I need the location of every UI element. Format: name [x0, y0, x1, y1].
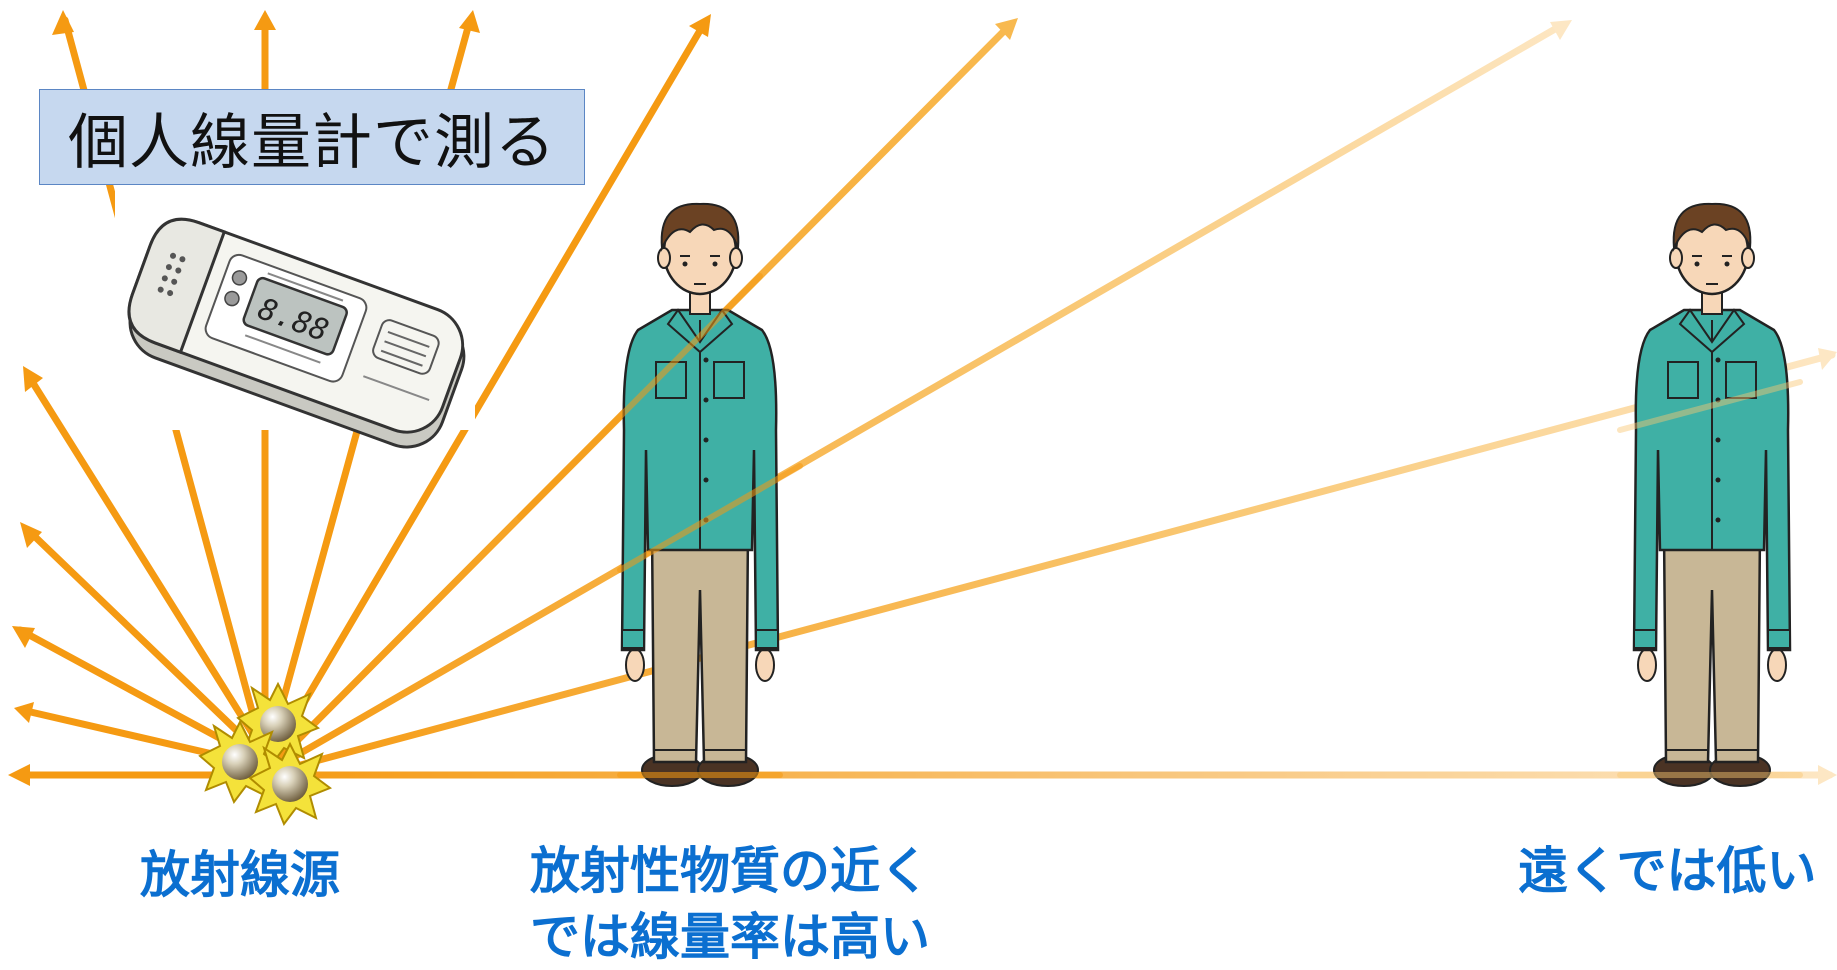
label-radiation-source: 放射線源 [140, 842, 340, 908]
dosimeter-clip [372, 319, 440, 375]
ray-left-upper [24, 526, 266, 759]
dosimeter-clip-line [380, 349, 423, 367]
ray-left-high [24, 371, 268, 756]
arrowhead-diag-right [995, 18, 1018, 40]
ray-mid-right [276, 21, 1566, 769]
dosimeter-cap [127, 217, 227, 355]
label-near-line1: 放射性物質の近く [530, 842, 930, 900]
ray-arrowheads [8, 10, 1837, 786]
overlay-diag [517, 273, 763, 520]
dosimeter-button-2 [224, 290, 240, 307]
arrowhead-left-high [23, 366, 43, 392]
overlay-mid [617, 463, 803, 573]
dosimeter-lcd [242, 276, 348, 356]
ray-shallow-right [278, 351, 1836, 774]
arrowhead-mid-right [1550, 20, 1572, 40]
arrowhead-left-upper [20, 522, 42, 548]
arrowhead-right-horizontal [1818, 765, 1837, 785]
label-near: 放射性物質の近く では線量率は高い [530, 838, 930, 970]
title-text: 個人線量計で測る [68, 107, 556, 178]
arrowhead-up-left [52, 10, 74, 35]
dosimeter-button-1 [231, 270, 248, 286]
dosimeter-grille-icon [157, 252, 186, 297]
arrowhead-steep-right [689, 14, 711, 37]
dosimeter: 8.88 [127, 217, 466, 449]
label-source-text: 放射線源 [140, 846, 340, 904]
overlay-shallow [1617, 379, 1803, 433]
radiation-source-icon [198, 681, 333, 827]
dosimeter-edge-line [362, 375, 430, 402]
dosimeter-clip-line [384, 340, 427, 358]
ray-overlay-near [517, 273, 803, 778]
dosimeter-line [244, 334, 321, 364]
dosimeter-clip-line [387, 330, 430, 348]
person-far [1632, 202, 1792, 788]
label-far-text: 遠くでは低い [1518, 842, 1817, 900]
arrowhead-up-right [459, 10, 480, 33]
label-far: 遠くでは低い [1518, 838, 1817, 904]
arrowhead-left-low [14, 702, 34, 723]
label-near-line2: では線量率は高い [530, 908, 930, 966]
ray-overlay-far [1617, 379, 1803, 778]
title-box: 個人線量計で測る [39, 89, 585, 185]
dosimeter-line [267, 272, 344, 302]
arrowhead-up-vertical [254, 10, 276, 30]
arrowhead-left-mid [12, 626, 35, 648]
ray-steep-right [271, 18, 709, 756]
arrowhead-shallow-right [1818, 348, 1837, 370]
arrowhead-left-horizontal [8, 764, 30, 786]
